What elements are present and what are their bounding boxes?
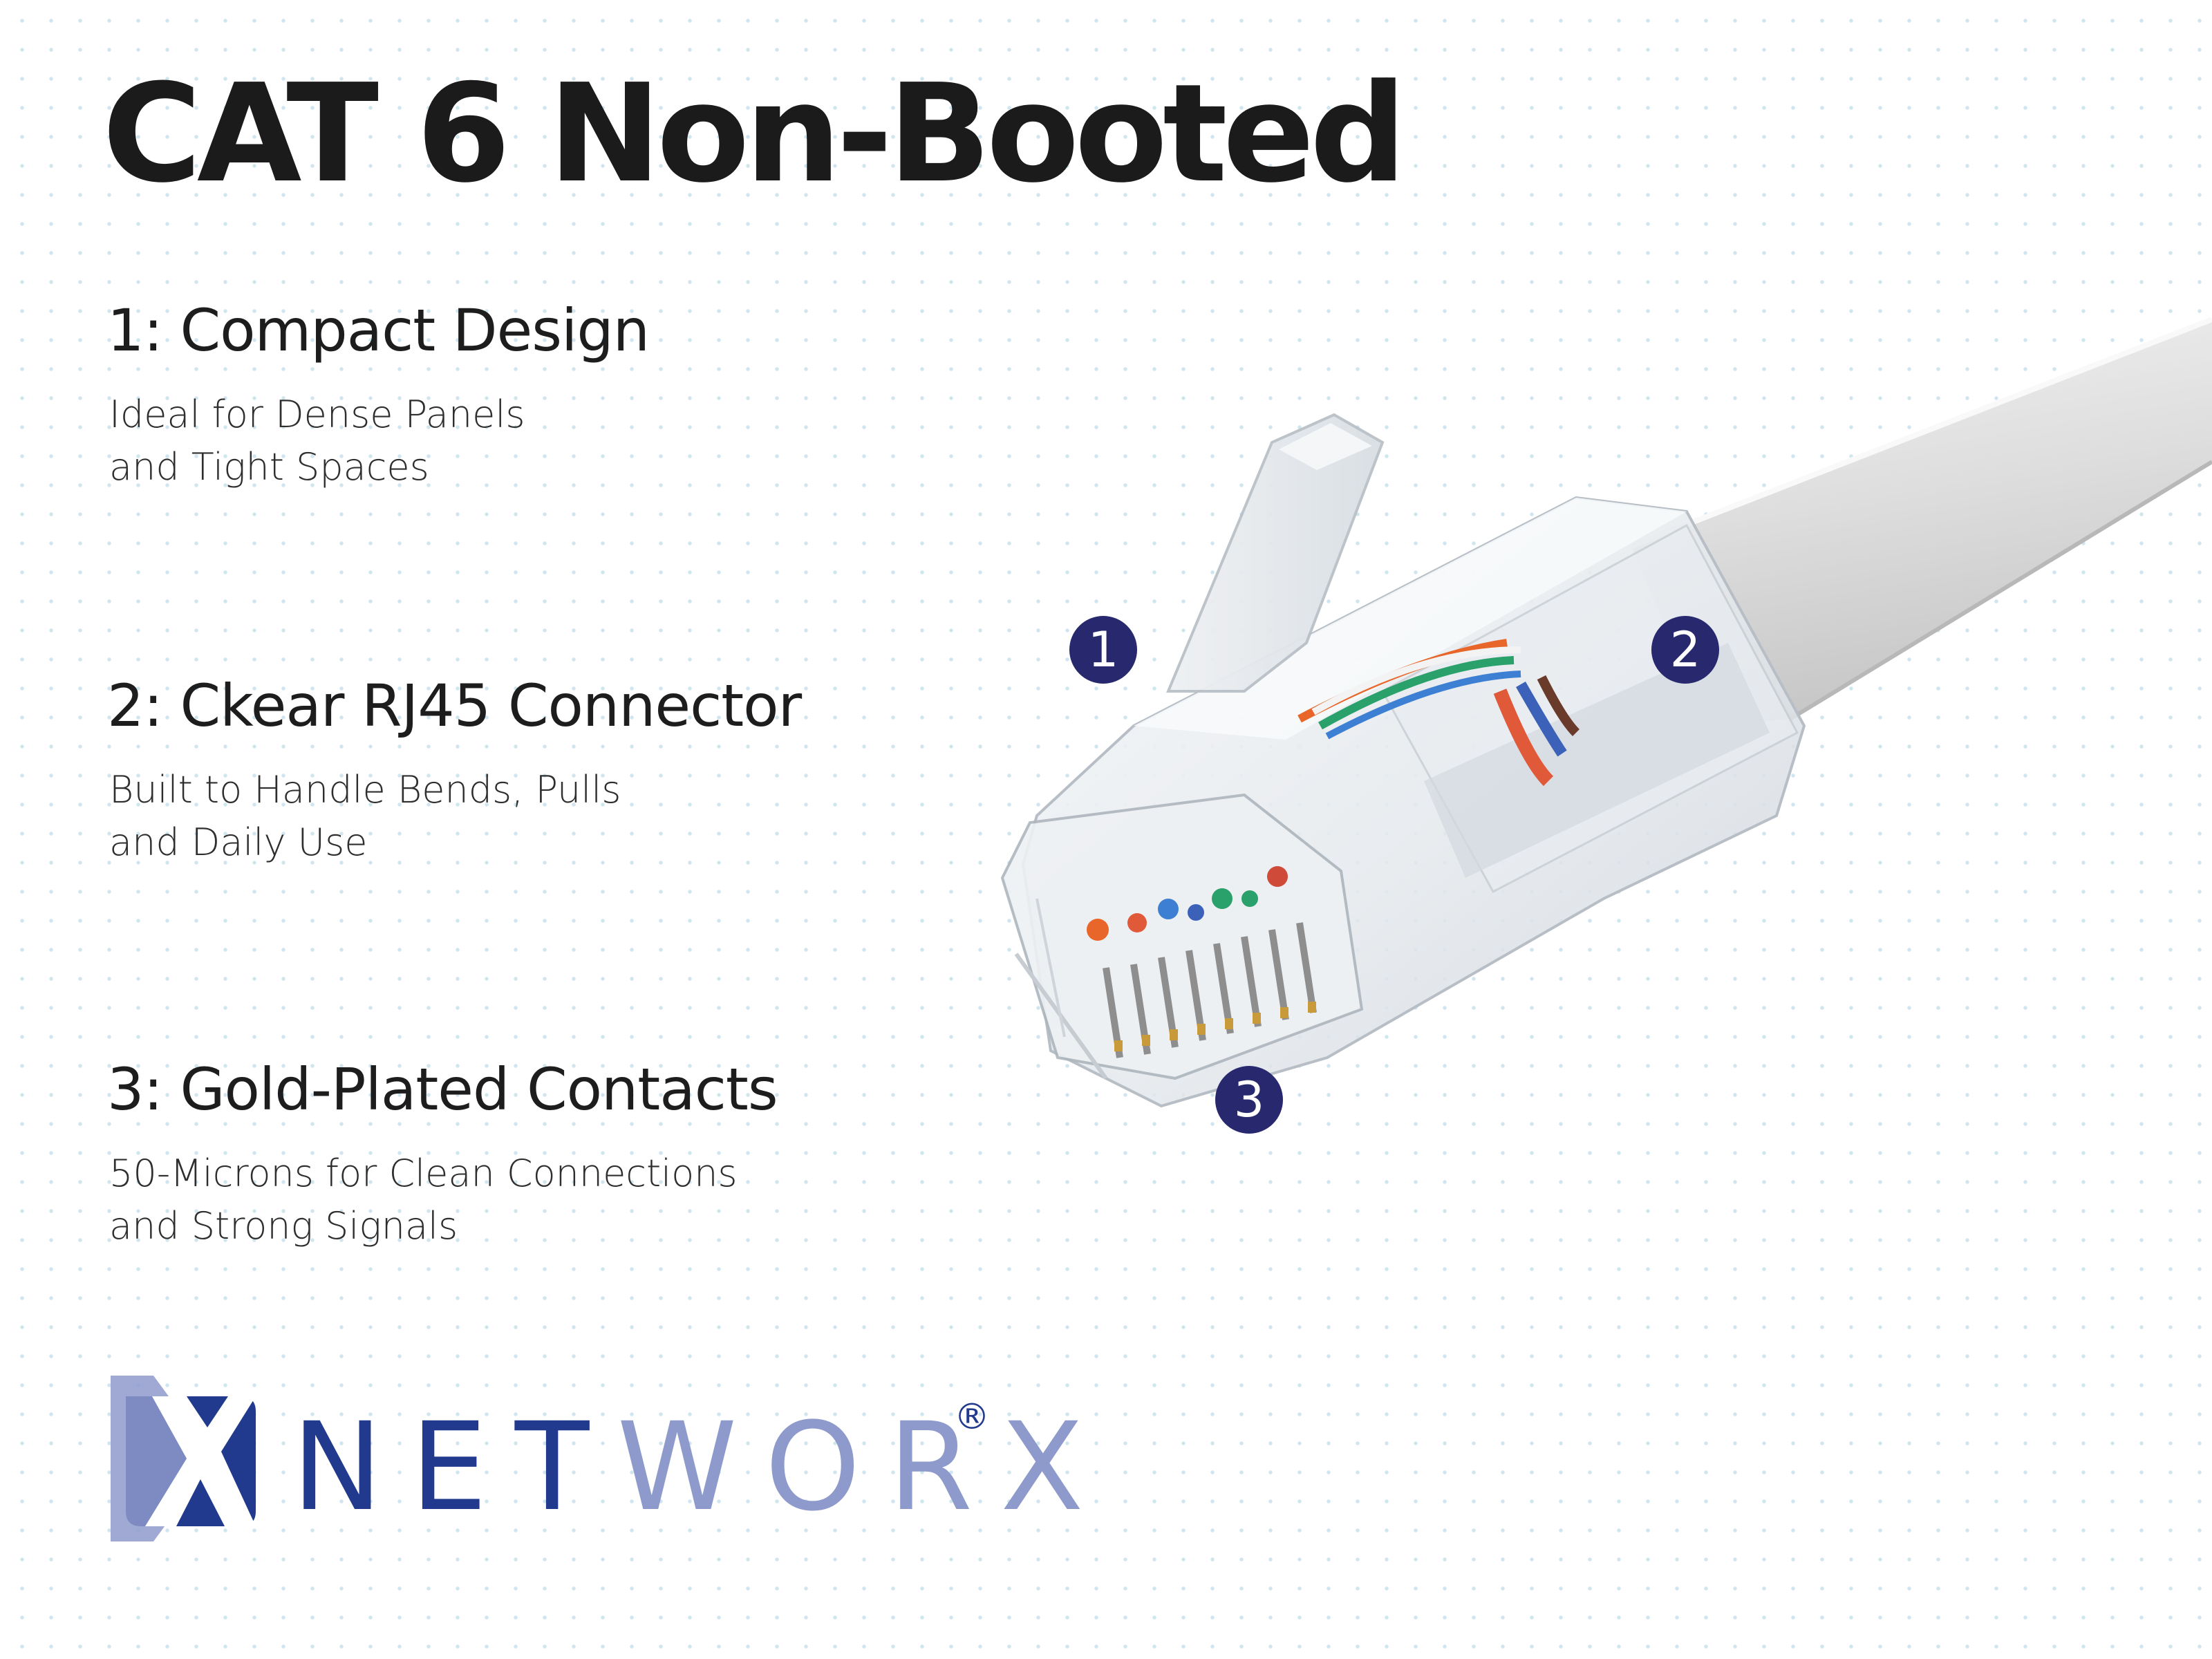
page-title: CAT 6 Non-Booted xyxy=(102,55,1407,213)
feature-rj45-connector: 2: Ckear RJ45 Connector Built to Handle … xyxy=(107,672,802,869)
feature-description-line: and Daily Use xyxy=(109,821,368,865)
callout-badge-2: 2 xyxy=(1651,616,1719,684)
feature-heading: 2: Ckear RJ45 Connector xyxy=(107,672,802,740)
feature-description: Built to Handle Bends, Pulls and Daily U… xyxy=(109,764,801,869)
feature-gold-plated-contacts: 3: Gold-Plated Contacts 50-Microns for C… xyxy=(107,1058,778,1253)
feature-heading: 3: Gold-Plated Contacts xyxy=(107,1056,778,1123)
callout-badge-3: 3 xyxy=(1215,1066,1283,1134)
feature-description-line: Built to Handle Bends, Pulls xyxy=(109,768,621,812)
callout-badge-1: 1 xyxy=(1069,616,1137,684)
networx-logo: NETWORX ® xyxy=(111,1376,1084,1541)
feature-description: 50-Microns for Clean Connections and Str… xyxy=(109,1147,778,1253)
rj45-connector-image xyxy=(1000,317,2212,1108)
wordmark-part-net: NET xyxy=(292,1396,617,1538)
networx-x-mark-icon xyxy=(111,1376,256,1541)
feature-heading: 1: Compact Design xyxy=(107,297,650,364)
feature-description-line: 50-Microns for Clean Connections xyxy=(109,1152,738,1196)
feature-compact-design: 1: Compact Design Ideal for Dense Panels… xyxy=(107,297,650,494)
feature-description-line: and Tight Spaces xyxy=(109,445,429,489)
feature-description-line: and Strong Signals xyxy=(109,1204,458,1248)
networx-wordmark: NETWORX xyxy=(292,1402,1112,1533)
registered-trademark: ® xyxy=(954,1396,990,1438)
feature-description-line: Ideal for Dense Panels xyxy=(109,393,525,437)
feature-description: Ideal for Dense Panels and Tight Spaces xyxy=(109,388,649,494)
wordmark-part-worx: WORX xyxy=(617,1396,1112,1538)
